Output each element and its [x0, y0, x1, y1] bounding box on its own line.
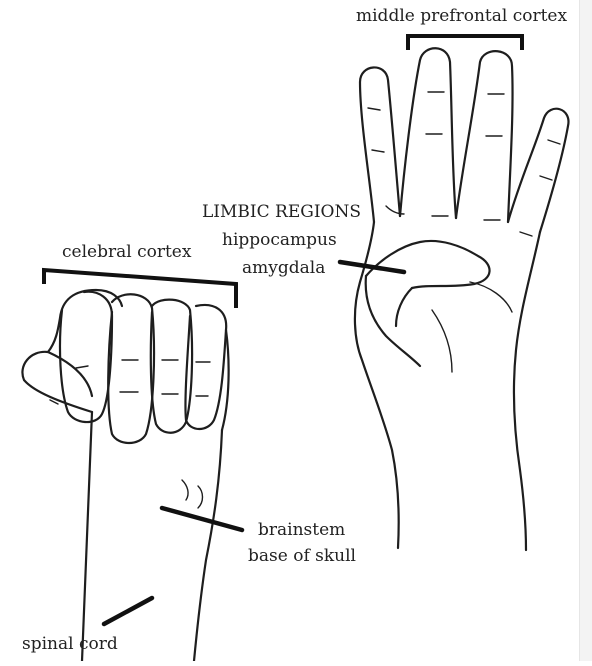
open-hand-drawing	[355, 48, 569, 550]
label-base-of-skull: base of skull	[248, 546, 356, 566]
spinal-cord-leader-line	[104, 598, 152, 624]
page-edge	[579, 0, 592, 661]
fist-drawing	[22, 290, 228, 661]
brainstem-leader-line	[162, 508, 242, 530]
label-hippocampus: hippocampus	[222, 230, 337, 250]
label-limbic-regions: LIMBIC REGIONS	[202, 202, 361, 222]
label-spinal-cord: spinal cord	[22, 634, 118, 654]
label-amygdala: amygdala	[242, 258, 325, 278]
label-brainstem: brainstem	[258, 520, 345, 540]
label-celebral-cortex: celebral cortex	[62, 242, 191, 262]
cortex-bracket	[44, 270, 236, 306]
label-middle-prefrontal-cortex: middle prefrontal cortex	[356, 6, 567, 26]
prefrontal-bracket	[408, 36, 522, 48]
